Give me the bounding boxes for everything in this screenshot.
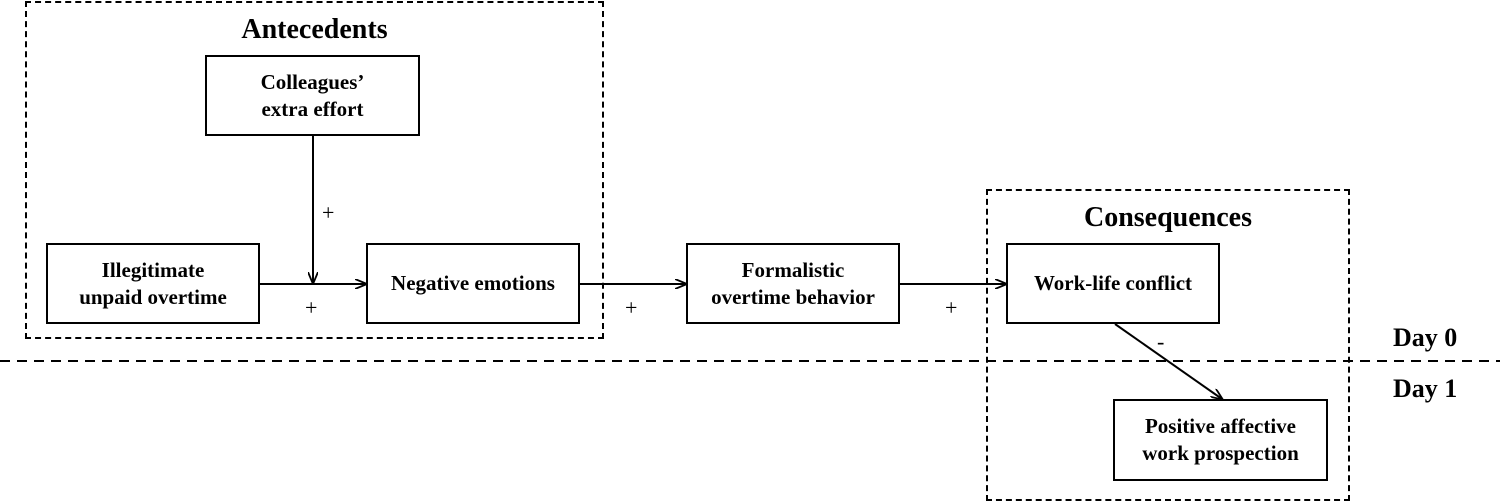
antecedents-title: Antecedents <box>241 14 388 45</box>
illegitimate-unpaid-overtime-box: Illegitimate unpaid overtime <box>46 243 260 324</box>
colleagues-extra-effort-box: Colleagues’ extra effort <box>205 55 420 136</box>
negative-emotions-box: Negative emotions <box>366 243 580 324</box>
sign-emotions-to-formalistic: + <box>625 295 638 320</box>
arrow-conflict-to-prospection <box>1114 323 1222 399</box>
day-1-label: Day 1 <box>1393 374 1458 403</box>
sign-conflict-to-prospection: - <box>1157 329 1165 354</box>
sign-colleagues-moderation: + <box>322 200 335 225</box>
antecedents-group: Antecedents <box>25 1 604 339</box>
formalistic-overtime-behavior-box: Formalistic overtime behavior <box>686 243 900 324</box>
consequences-group: Consequences <box>986 189 1350 501</box>
consequences-title: Consequences <box>1083 202 1252 233</box>
sign-formalistic-to-conflict: + <box>945 295 958 320</box>
sign-overtime-to-emotions: + <box>305 295 318 320</box>
day-0-label: Day 0 <box>1393 323 1458 352</box>
positive-affective-work-prospection-box: Positive affective work prospection <box>1113 399 1328 481</box>
work-life-conflict-box: Work-life conflict <box>1006 243 1220 324</box>
